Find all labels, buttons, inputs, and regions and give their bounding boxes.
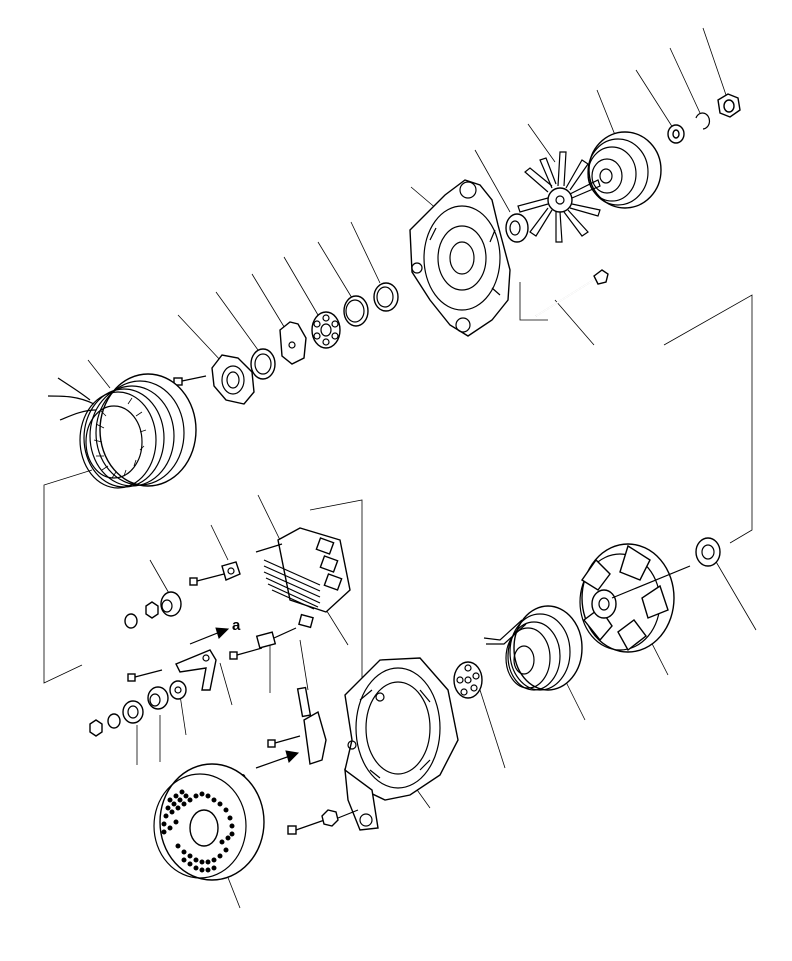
retaining-ring xyxy=(373,282,399,312)
stator xyxy=(47,373,197,489)
terminal-nut-3 xyxy=(89,719,103,737)
terminal-nut-1 xyxy=(145,601,159,619)
terminal-nut-2 xyxy=(122,700,144,724)
regulator-screw xyxy=(267,735,301,748)
bearing-plate xyxy=(279,321,307,365)
terminal-washer-2 xyxy=(107,713,121,729)
retainer-screw xyxy=(173,375,207,386)
insulator-bushing xyxy=(169,680,187,700)
flat-washer xyxy=(667,124,685,144)
rear-cover xyxy=(153,763,265,881)
leader-lines xyxy=(43,27,757,909)
front-bearing xyxy=(311,311,341,349)
rear-bearing xyxy=(695,537,721,567)
pulley xyxy=(587,131,662,209)
bearing-cover-ring xyxy=(250,348,276,380)
pulley-nut xyxy=(717,93,741,118)
terminal-sleeve xyxy=(160,591,182,617)
retainer-plate xyxy=(211,354,255,405)
stud-screw xyxy=(229,627,297,660)
terminal-washer-1 xyxy=(124,613,138,629)
slip-ring-end-housing xyxy=(344,657,459,831)
callout-a-upper: a xyxy=(189,617,241,645)
slip-ring-bearing xyxy=(453,661,483,699)
housing-bolt xyxy=(287,809,359,835)
regulator xyxy=(296,686,327,765)
lock-washer xyxy=(695,112,711,130)
connector-bracket xyxy=(175,649,217,691)
bracket-screw xyxy=(127,669,163,682)
rotor xyxy=(579,543,691,653)
cooling-fan xyxy=(517,151,601,243)
through-bolt xyxy=(535,269,609,317)
field-coil xyxy=(483,605,583,691)
callout-label-a-upper: a xyxy=(232,617,241,634)
spacer-ring xyxy=(505,213,529,243)
terminal-sleeve-2 xyxy=(147,686,169,710)
drive-end-housing xyxy=(409,179,511,337)
terminal-screw xyxy=(189,561,241,586)
rectifier-assembly xyxy=(255,527,351,629)
seal-ring xyxy=(343,295,369,327)
